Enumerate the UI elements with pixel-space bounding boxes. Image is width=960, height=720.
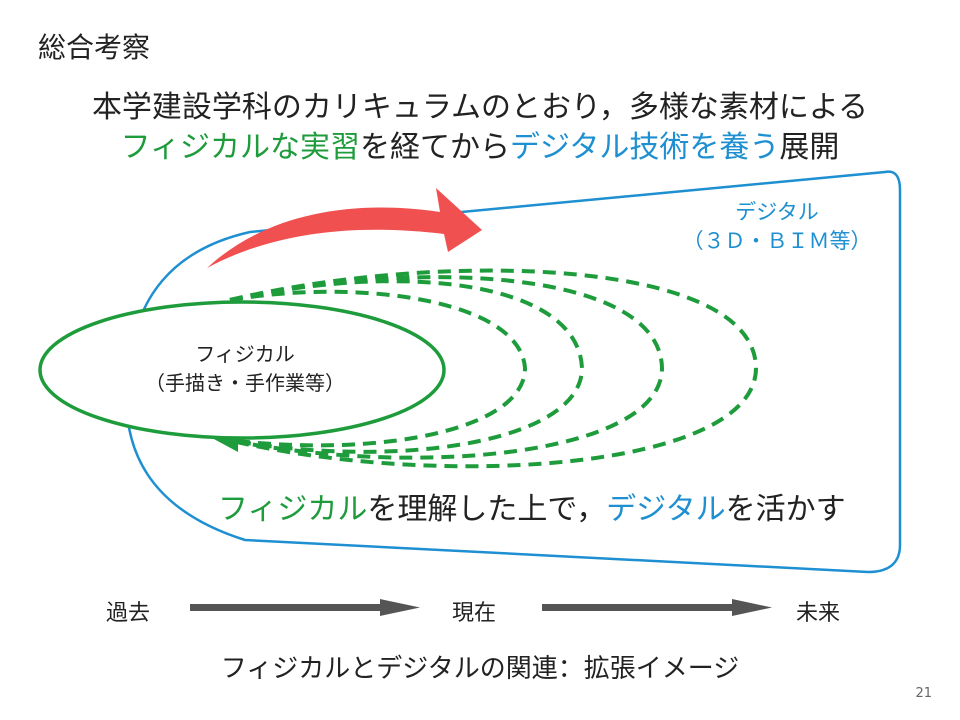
timeline-present: 現在 (452, 601, 497, 626)
progress-arrow (207, 188, 482, 268)
headline-digital-skill: デジタル技術を養う (510, 130, 780, 165)
statement-digital: デジタル (606, 492, 726, 527)
digital-region (125, 170, 902, 574)
timeline-bar-1 (190, 604, 380, 611)
statement: フィジカルを理解した上で，デジタルを活かす (218, 490, 846, 530)
headline-line-1: 本学建設学科のカリキュラムのとおり，多様な素材による (91, 90, 869, 125)
headline-line-2: フィジカルな実習を経てからデジタル技術を養う展開 (0, 128, 960, 168)
statement-physical: フィジカル (218, 492, 368, 527)
timeline-past: 過去 (106, 601, 151, 626)
headline-physical-practice: フィジカルな実習 (120, 130, 360, 165)
expansion-arc-1 (227, 289, 528, 448)
slide-title: 総合考察 (38, 31, 151, 64)
timeline-bar-2 (542, 604, 732, 611)
page-number: 21 (915, 686, 932, 701)
statement-connector: を理解した上で， (367, 492, 607, 527)
expansion-arc-4 (227, 268, 759, 469)
diagram-caption: フィジカルとデジタルの関連：拡張イメージ (220, 654, 740, 684)
statement-end: を活かす (725, 492, 846, 527)
physical-label-title: フィジカル (195, 342, 295, 366)
headline-end: 展開 (779, 130, 840, 165)
digital-label: デジタル （３Ｄ・ＢＩＭ等） (662, 198, 892, 256)
digital-label-examples: （３Ｄ・ＢＩＭ等） (682, 229, 872, 253)
expansion-arc-2 (227, 279, 585, 454)
headline-connector: を経てから (360, 130, 510, 165)
timeline-arrowhead-1 (380, 599, 420, 616)
physical-label-examples: （手描き・手作業等） (145, 371, 345, 395)
timeline-arrowhead-2 (732, 599, 772, 616)
digital-label-title: デジタル (735, 200, 819, 224)
physical-label: フィジカル （手描き・手作業等） (60, 340, 430, 398)
physical-ellipse (38, 300, 446, 440)
expansion-arc-3 (227, 275, 665, 460)
timeline-future: 未来 (796, 601, 841, 626)
